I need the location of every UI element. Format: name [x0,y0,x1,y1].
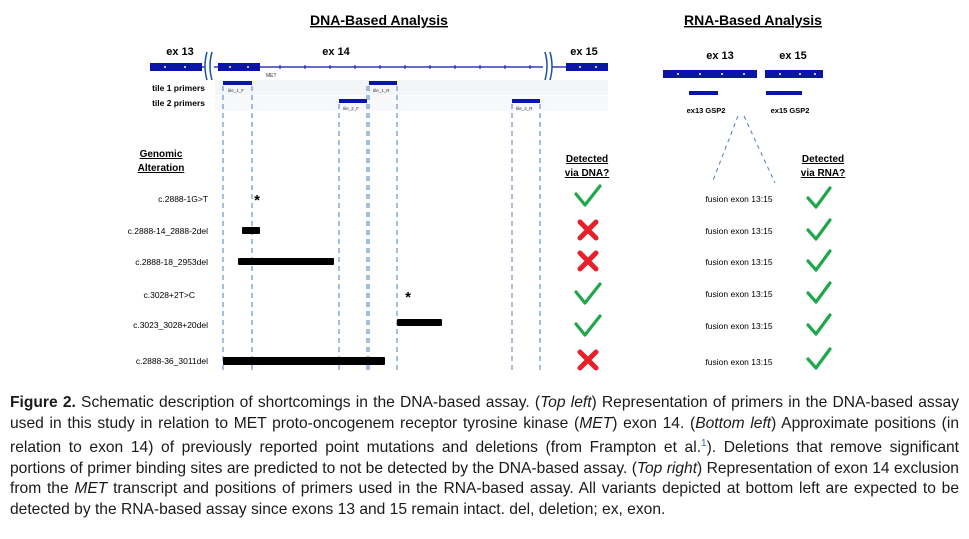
point-mutation-marker: * [405,289,411,306]
alteration-label: c.2888-14_2888-2del [128,226,208,236]
svg-text:tile_1_R: tile_1_R [373,88,390,93]
svg-text:tile_2_R: tile_2_R [516,106,533,111]
genomic-break-left [204,51,214,81]
svg-text:Genomic: Genomic [140,149,183,160]
rna-check-icon [806,249,832,272]
table-row: c.2888-14_2888-2del fusion exon 13:15 [128,218,832,241]
rna-check-icon [806,347,832,370]
alteration-label: c.3028+2T>C [143,290,195,300]
dna-gene-track: MET [150,63,608,79]
schematic-figure: DNA-Based Analysis RNA-Based Analysis ex… [128,12,845,372]
rna-exon15-label: ex 15 [779,50,807,62]
dna-check-icon [574,282,602,305]
tile2-forward-primer: tile_2_F [339,99,367,111]
dna-exon15-label: ex 15 [570,46,598,58]
rna-ex15-gsp2-primer: ex15 GSP2 [766,91,809,115]
point-mutation-marker: * [254,192,260,209]
tile1-reverse-primer: tile_1_R [369,81,397,93]
dna-exon13-label: ex 13 [166,46,194,58]
svg-text:tile_1_F: tile_1_F [228,88,244,93]
rna-result-label: fusion exon 13:15 [705,194,772,204]
dna-check-icon [574,184,602,207]
dna-exon13-block [150,63,202,71]
rna-exon13-label: ex 13 [706,50,734,62]
tile1-forward-primer: tile_1_F [223,81,252,93]
rna-check-icon [806,281,832,304]
table-row: c.2888-1G>T * fusion exon 13:15 [158,184,832,209]
table-row: c.3028+2T>C * fusion exon 13:15 [143,281,832,306]
alteration-column-header: Genomic Alteration [138,149,185,174]
table-row: c.2888-18_2953del fusion exon 13:15 [135,249,832,272]
svg-text:via DNA?: via DNA? [565,168,609,179]
svg-text:ex15 GSP2: ex15 GSP2 [771,106,810,115]
dna-cross-icon [577,219,599,241]
dna-cross-icon [577,250,599,272]
rna-check-icon [806,218,832,241]
rna-check-icon [806,313,832,336]
deletion-bar [223,357,385,365]
dna-detected-column-header: Detected via DNA? [565,154,609,179]
dna-exon15-block [566,63,608,71]
rna-transcript [663,70,823,78]
dna-exon14-label: ex 14 [322,46,350,58]
rna-result-label: fusion exon 13:15 [705,257,772,267]
alteration-label: c.2888-1G>T [158,194,208,204]
tile2-reverse-primer: tile_2_R [512,99,540,111]
alteration-label: c.2888-18_2953del [135,257,208,267]
rna-analysis-title: RNA-Based Analysis [684,12,822,28]
reference-citation[interactable]: 1 [701,438,707,449]
dna-exon14-block [218,63,260,71]
rna-result-label: fusion exon 13:15 [705,321,772,331]
dna-cross-icon [577,349,599,371]
tile2-primers-label: tile 2 primers [152,98,205,108]
svg-text:via RNA?: via RNA? [801,168,845,179]
deletion-bar [242,227,260,234]
rna-ex13-gsp2-primer: ex13 GSP2 [687,91,726,115]
deletion-bar [397,319,442,326]
genomic-break-right [543,51,553,81]
figure-caption: Figure 2. Schematic description of short… [10,394,960,518]
svg-text:ex13 GSP2: ex13 GSP2 [687,106,726,115]
rna-check-icon [806,186,832,209]
dna-analysis-title: DNA-Based Analysis [310,12,448,28]
svg-text:tile_2_F: tile_2_F [343,106,359,111]
table-row: c.2888-36_3011del fusion exon 13:15 [136,347,832,371]
rna-result-label: fusion exon 13:15 [705,357,772,367]
deletion-bar [238,258,334,265]
table-row: c.3023_3028+20del fusion exon 13:15 [133,313,832,337]
rna-detected-column-header: Detected via RNA? [801,154,845,179]
primer-boundary-guides [222,86,541,372]
dna-check-icon [574,314,602,337]
rna-exon13-block [663,70,757,78]
alteration-label: c.2888-36_3011del [136,356,208,366]
rna-junction-guides [711,115,776,184]
rna-exon15-block [765,70,823,78]
gene-name-label: MET [266,73,277,79]
alteration-label: c.3023_3028+20del [133,320,208,330]
svg-text:Alteration: Alteration [138,163,185,174]
svg-text:Detected: Detected [802,154,844,165]
tile1-primers-label: tile 1 primers [152,83,205,93]
figure-label: Figure 2. [10,394,76,411]
rna-result-label: fusion exon 13:15 [705,226,772,236]
svg-text:Detected: Detected [566,154,608,165]
rna-result-label: fusion exon 13:15 [705,289,772,299]
